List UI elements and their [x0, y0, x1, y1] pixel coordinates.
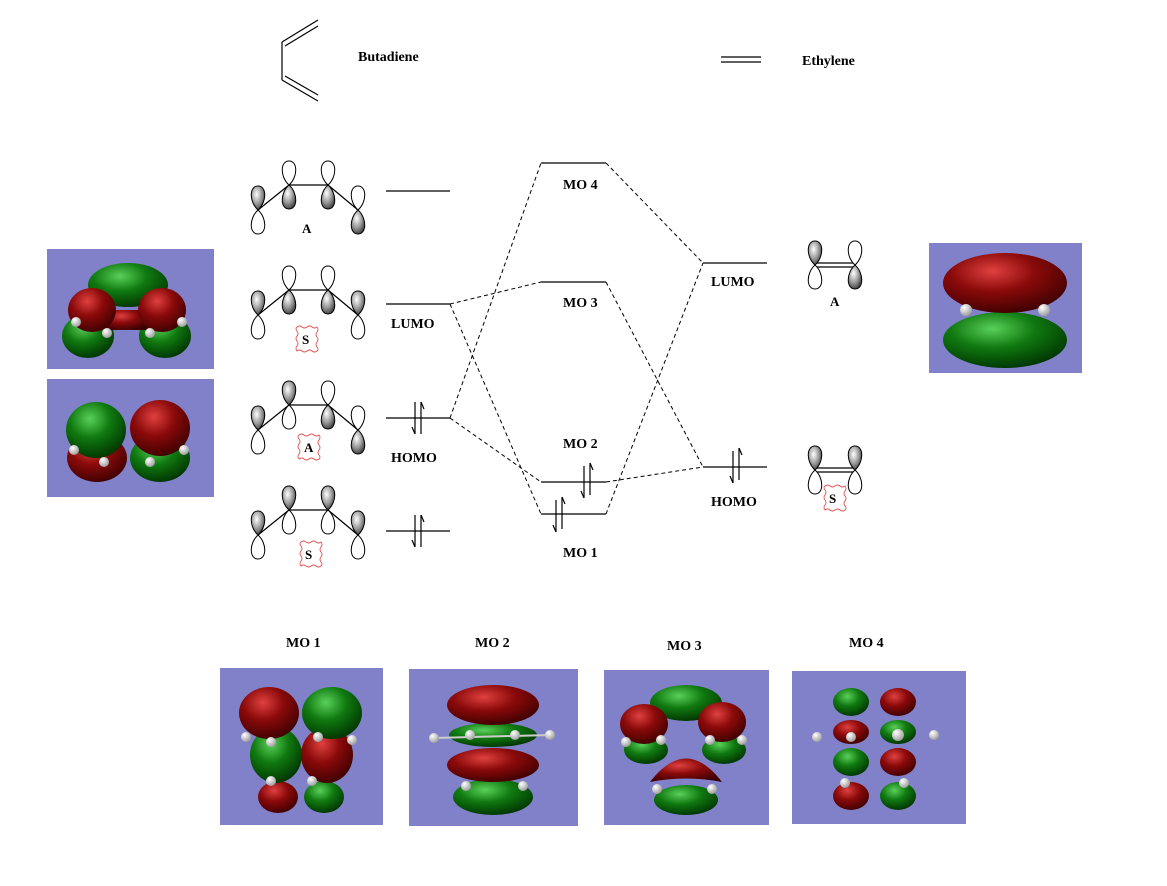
- mo4-label: MO 4: [563, 178, 598, 193]
- butadiene-orbital-4: S: [250, 485, 366, 568]
- electron-pair-homo: [411, 401, 425, 435]
- symmetry-label: A: [304, 440, 314, 455]
- render-mo3: [604, 670, 769, 825]
- bottom-label-mo4: MO 4: [849, 636, 884, 651]
- butadiene-homo-label: HOMO: [391, 451, 437, 466]
- electron-pair-ethylene: [729, 447, 743, 484]
- render-mo1: [220, 668, 383, 825]
- render-ethylene: [929, 243, 1082, 373]
- mo2-label: MO 2: [563, 437, 598, 452]
- symmetry-label: A: [302, 221, 312, 236]
- render-butadiene-lumo: [47, 249, 214, 369]
- symmetry-label: S: [305, 547, 312, 562]
- render-mo2: [409, 669, 578, 826]
- symmetry-label: A: [830, 294, 840, 309]
- electron-pair-bonding: [411, 514, 425, 548]
- butadiene-label: Butadiene: [358, 50, 419, 65]
- render-mo4: [792, 671, 966, 824]
- render-butadiene-homo: [47, 379, 214, 497]
- ethylene-lumo-label: LUMO: [711, 275, 755, 290]
- correlation-lines: [449, 162, 704, 515]
- butadiene-orbital-2: S: [250, 265, 366, 353]
- electron-pair-mo2: [580, 462, 594, 499]
- butadiene-lumo-label: LUMO: [391, 317, 435, 332]
- electron-pair-mo1: [552, 496, 566, 533]
- ethylene-label: Ethylene: [802, 54, 855, 69]
- butadiene-orbital-3: A: [250, 380, 366, 461]
- bottom-label-mo1: MO 1: [286, 636, 321, 651]
- mo1-label: MO 1: [563, 546, 598, 561]
- ethylene-orbital-homo: S: [807, 445, 863, 512]
- mo3-label: MO 3: [563, 296, 598, 311]
- butadiene-structure: [281, 19, 319, 102]
- symmetry-label: S: [829, 491, 836, 506]
- ethylene-orbital-lumo: A: [807, 240, 863, 309]
- ethylene-structure: [721, 56, 761, 63]
- bottom-label-mo3: MO 3: [667, 639, 702, 654]
- butadiene-orbital-1: A: [250, 160, 366, 236]
- symmetry-label: S: [302, 332, 309, 347]
- ethylene-homo-label: HOMO: [711, 495, 757, 510]
- bottom-label-mo2: MO 2: [475, 636, 510, 651]
